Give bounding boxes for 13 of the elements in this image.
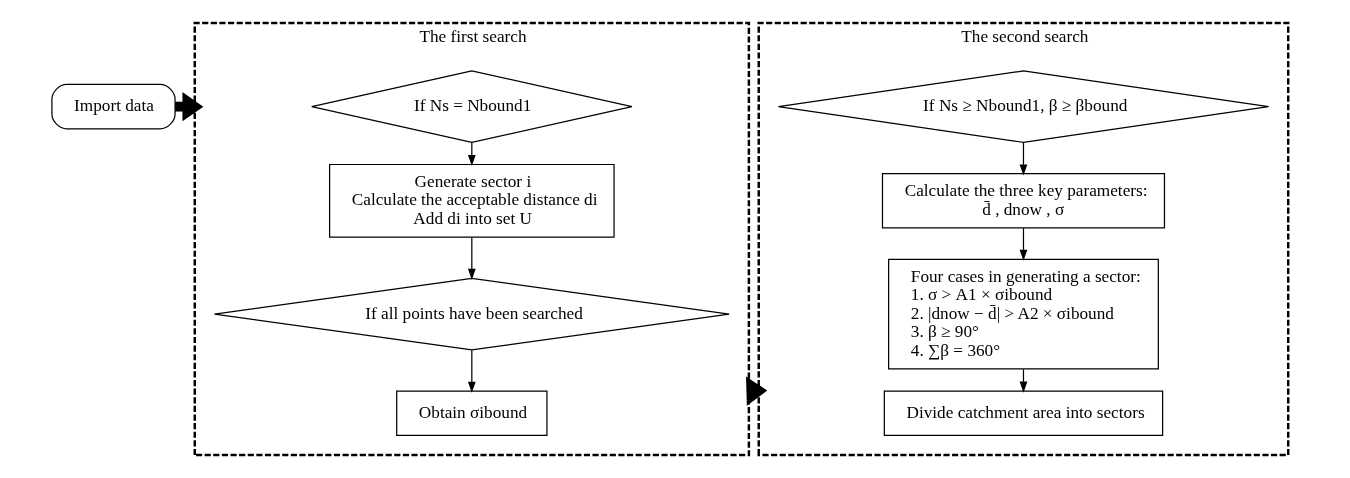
node-box: Divide catchment area into sectors	[883, 390, 1164, 436]
arrow	[467, 349, 476, 393]
node-box: Import data	[51, 83, 176, 130]
node-diamond: If Ns = Nbound1	[311, 70, 633, 143]
arrow	[467, 237, 476, 280]
node-box: Generate sector i Calculate the acceptable distance di Add di into set U	[329, 163, 615, 238]
node-diamond: If Ns ≥ Nbound1, β ≥ βbound	[777, 70, 1270, 143]
node-box: Calculate the three key parameters: d̄ , dnow , σ	[881, 173, 1166, 229]
arrow	[1019, 141, 1028, 176]
node-box: Obtain σibound	[396, 390, 548, 436]
node-diamond: If all points have been searched	[213, 277, 730, 351]
node-box: Four cases in generating a sector: 1. σ > A1 × σibound 2. |dnow − d̄| > A2 × σibound 3. β ≥ 90° 4. ∑β = 360°	[888, 258, 1159, 370]
arrow	[1019, 227, 1028, 261]
